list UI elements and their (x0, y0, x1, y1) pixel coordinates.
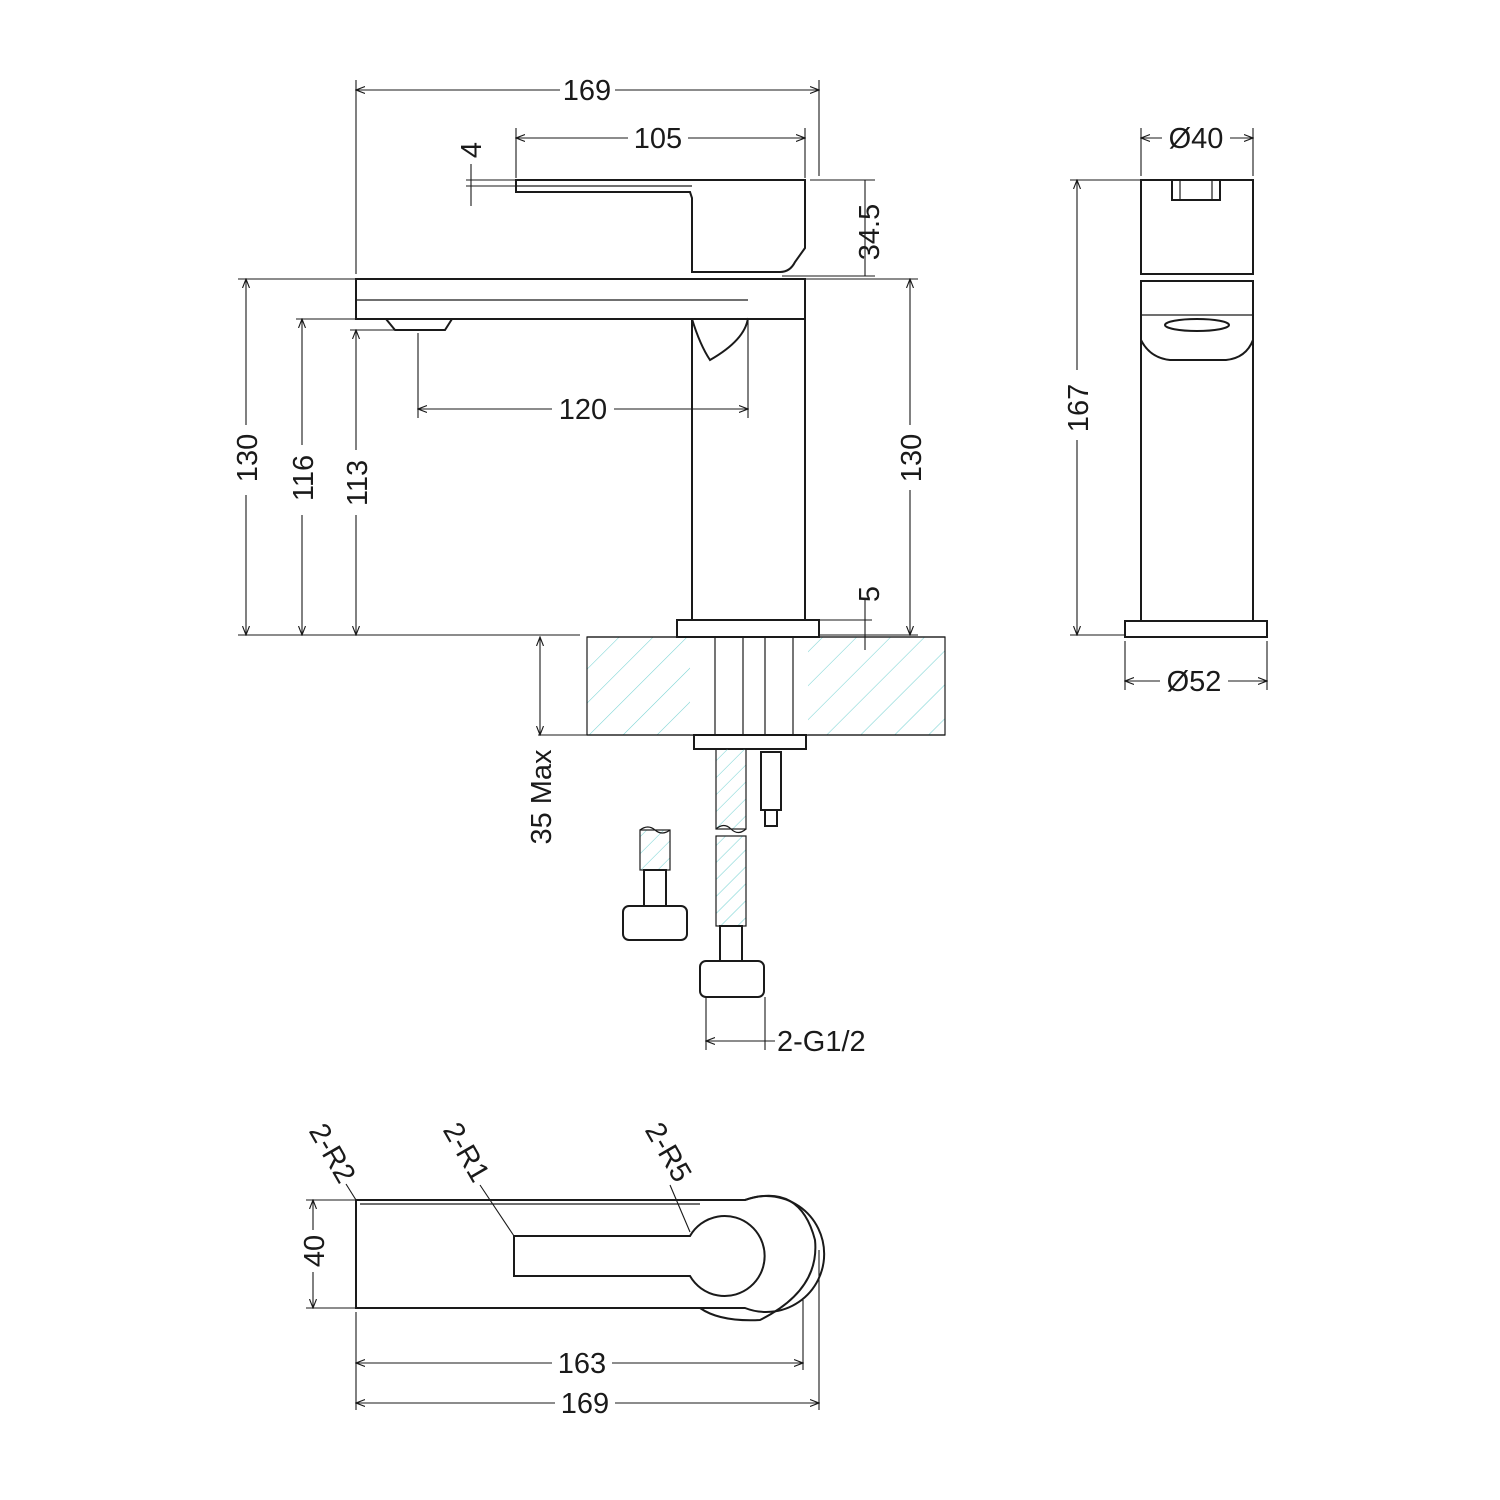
dim-radius-handle: 2-R5 (638, 1117, 697, 1187)
dim-base-plate: 5 (854, 586, 886, 602)
dim-inner-length: 163 (558, 1348, 606, 1380)
dim-total-height: 167 (1063, 384, 1095, 432)
dim-spout-reach: 120 (559, 394, 607, 426)
dim-overall-length: 169 (561, 1388, 609, 1420)
dim-lever-thickness: 4 (456, 142, 488, 158)
plan-body (355, 1194, 826, 1322)
side-body (1124, 179, 1268, 638)
front-view: 169 105 4 34.5 120 (232, 75, 946, 1058)
dim-spout-height: 116 (288, 455, 320, 501)
dim-inlet-thread: 2-G1/2 (777, 1026, 866, 1058)
plan-dimensions: 2-R2 2-R1 2-R5 40 163 169 (299, 1117, 819, 1420)
plan-view: 2-R2 2-R1 2-R5 40 163 169 (299, 1117, 826, 1420)
dim-base-diameter: Ø52 (1167, 666, 1222, 698)
front-dimensions: 169 105 4 34.5 120 (232, 75, 928, 1058)
dim-lever-height: 34.5 (854, 204, 886, 260)
dim-outlet-height: 113 (342, 460, 374, 506)
dim-radius-lever: 2-R1 (436, 1117, 495, 1187)
faucet-body (355, 179, 820, 638)
dim-height-right: 130 (896, 434, 928, 482)
dim-radius-outer: 2-R2 (302, 1118, 361, 1188)
dim-plan-width: 40 (299, 1235, 331, 1267)
dim-deck-thickness: 35 Max (526, 749, 558, 845)
side-dimensions: Ø40 167 Ø52 (1063, 123, 1267, 698)
dim-body-diameter: Ø40 (1169, 123, 1224, 155)
dim-height-left: 130 (232, 434, 264, 482)
under-deck-fittings (622, 636, 807, 998)
side-view: Ø40 167 Ø52 (1063, 123, 1268, 698)
dim-overall-width: 169 (563, 75, 611, 107)
dim-lever-length: 105 (634, 123, 682, 155)
deck-section (586, 636, 946, 736)
